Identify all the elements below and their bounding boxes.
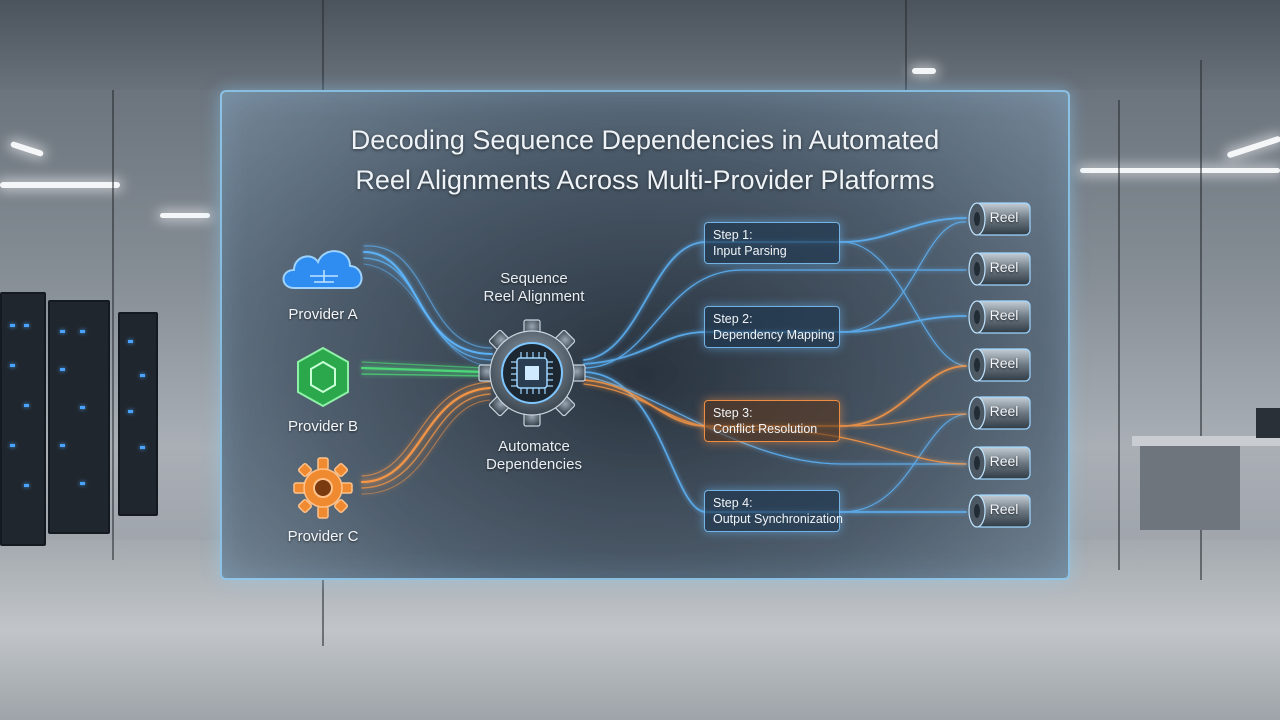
reel: Reel <box>966 298 1032 336</box>
ceiling <box>0 0 1280 90</box>
desk <box>1132 436 1280 446</box>
cog-icon <box>293 457 353 519</box>
reel-label: Reel <box>989 403 1019 419</box>
reel: Reel <box>966 444 1032 482</box>
provider-label: Provider B <box>287 418 359 435</box>
reel-cylinder-icon <box>968 494 1031 528</box>
reel: Reel <box>966 346 1032 384</box>
step-name: Dependency Mapping <box>713 328 835 342</box>
monitor <box>1256 408 1280 438</box>
glass-frame <box>112 90 114 560</box>
reel-label: Reel <box>989 355 1019 371</box>
reel-label: Reel <box>989 501 1019 517</box>
output-blue-streams <box>583 217 967 513</box>
reel-cylinder-icon <box>968 252 1031 286</box>
ceiling-light <box>9 140 45 158</box>
reel-label: Reel <box>989 259 1019 275</box>
glass-frame <box>322 580 324 646</box>
hexagon-icon <box>297 346 349 408</box>
step-number: Step 3: <box>713 406 753 420</box>
step-dependency-mapping: Step 2: Dependency Mapping <box>704 306 840 348</box>
server-rack <box>0 292 46 546</box>
hub-top-line: Reel Alignment <box>483 288 585 305</box>
hub-bottom-label: Automatce Dependencies <box>444 438 624 474</box>
chip-gear-icon <box>478 319 586 427</box>
provider-b: Provider B <box>268 342 378 435</box>
ceiling-light <box>912 68 936 74</box>
glass-frame <box>905 0 907 90</box>
glass-frame <box>322 0 324 90</box>
glass-frame <box>1200 60 1202 580</box>
hub-bottom-line: Automatce <box>498 438 570 455</box>
provider-c-stream <box>360 381 492 495</box>
reel: Reel <box>966 200 1032 238</box>
step-number: Step 1: <box>713 228 753 242</box>
provider-c: Provider C <box>268 452 378 545</box>
provider-label: Provider C <box>287 528 359 545</box>
reel: Reel <box>966 394 1032 432</box>
step-name: Conflict Resolution <box>713 422 818 436</box>
ceiling-light <box>0 182 120 188</box>
provider-b-stream <box>360 361 486 377</box>
diagram-panel: Decoding Sequence Dependencies in Automa… <box>220 90 1070 580</box>
reel: Reel <box>966 492 1032 530</box>
title-line-2: Reel Alignments Across Multi-Provider Pl… <box>355 165 935 195</box>
reel-cylinder-icon <box>968 300 1031 334</box>
reel-label: Reel <box>989 209 1019 225</box>
step-number: Step 2: <box>713 312 753 326</box>
desk <box>1140 446 1240 530</box>
reel: Reel <box>966 250 1032 288</box>
provider-a: Provider A <box>268 230 378 323</box>
ceiling-light <box>160 213 210 218</box>
reel-cylinder-icon <box>968 348 1031 382</box>
reel-label: Reel <box>989 307 1019 323</box>
step-conflict-resolution: Step 3: Conflict Resolution <box>704 400 840 442</box>
hub-top-label: Sequence Reel Alignment <box>444 270 624 306</box>
hub-bottom-line: Dependencies <box>486 456 582 473</box>
server-rack <box>48 300 110 534</box>
step-number: Step 4: <box>713 496 753 510</box>
diagram-title: Decoding Sequence Dependencies in Automa… <box>222 120 1068 200</box>
provider-a-stream <box>363 245 493 367</box>
server-rack <box>118 312 158 516</box>
cloud-icon <box>282 250 363 289</box>
reel-cylinder-icon <box>968 396 1031 430</box>
glass-frame <box>1118 100 1120 570</box>
hub-top-line: Sequence <box>500 270 568 287</box>
reel-cylinder-icon <box>968 202 1031 236</box>
step-name: Output Synchronization <box>713 512 843 526</box>
title-line-1: Decoding Sequence Dependencies in Automa… <box>350 125 940 155</box>
provider-label: Provider A <box>288 306 358 323</box>
reel-label: Reel <box>989 453 1019 469</box>
reel-cylinder-icon <box>968 446 1031 480</box>
step-name: Input Parsing <box>713 244 787 258</box>
ceiling-light <box>1226 135 1280 159</box>
ceiling-light <box>1080 168 1280 173</box>
step-output-synchronization: Step 4: Output Synchronization <box>704 490 843 532</box>
step-input-parsing: Step 1: Input Parsing <box>704 222 840 264</box>
